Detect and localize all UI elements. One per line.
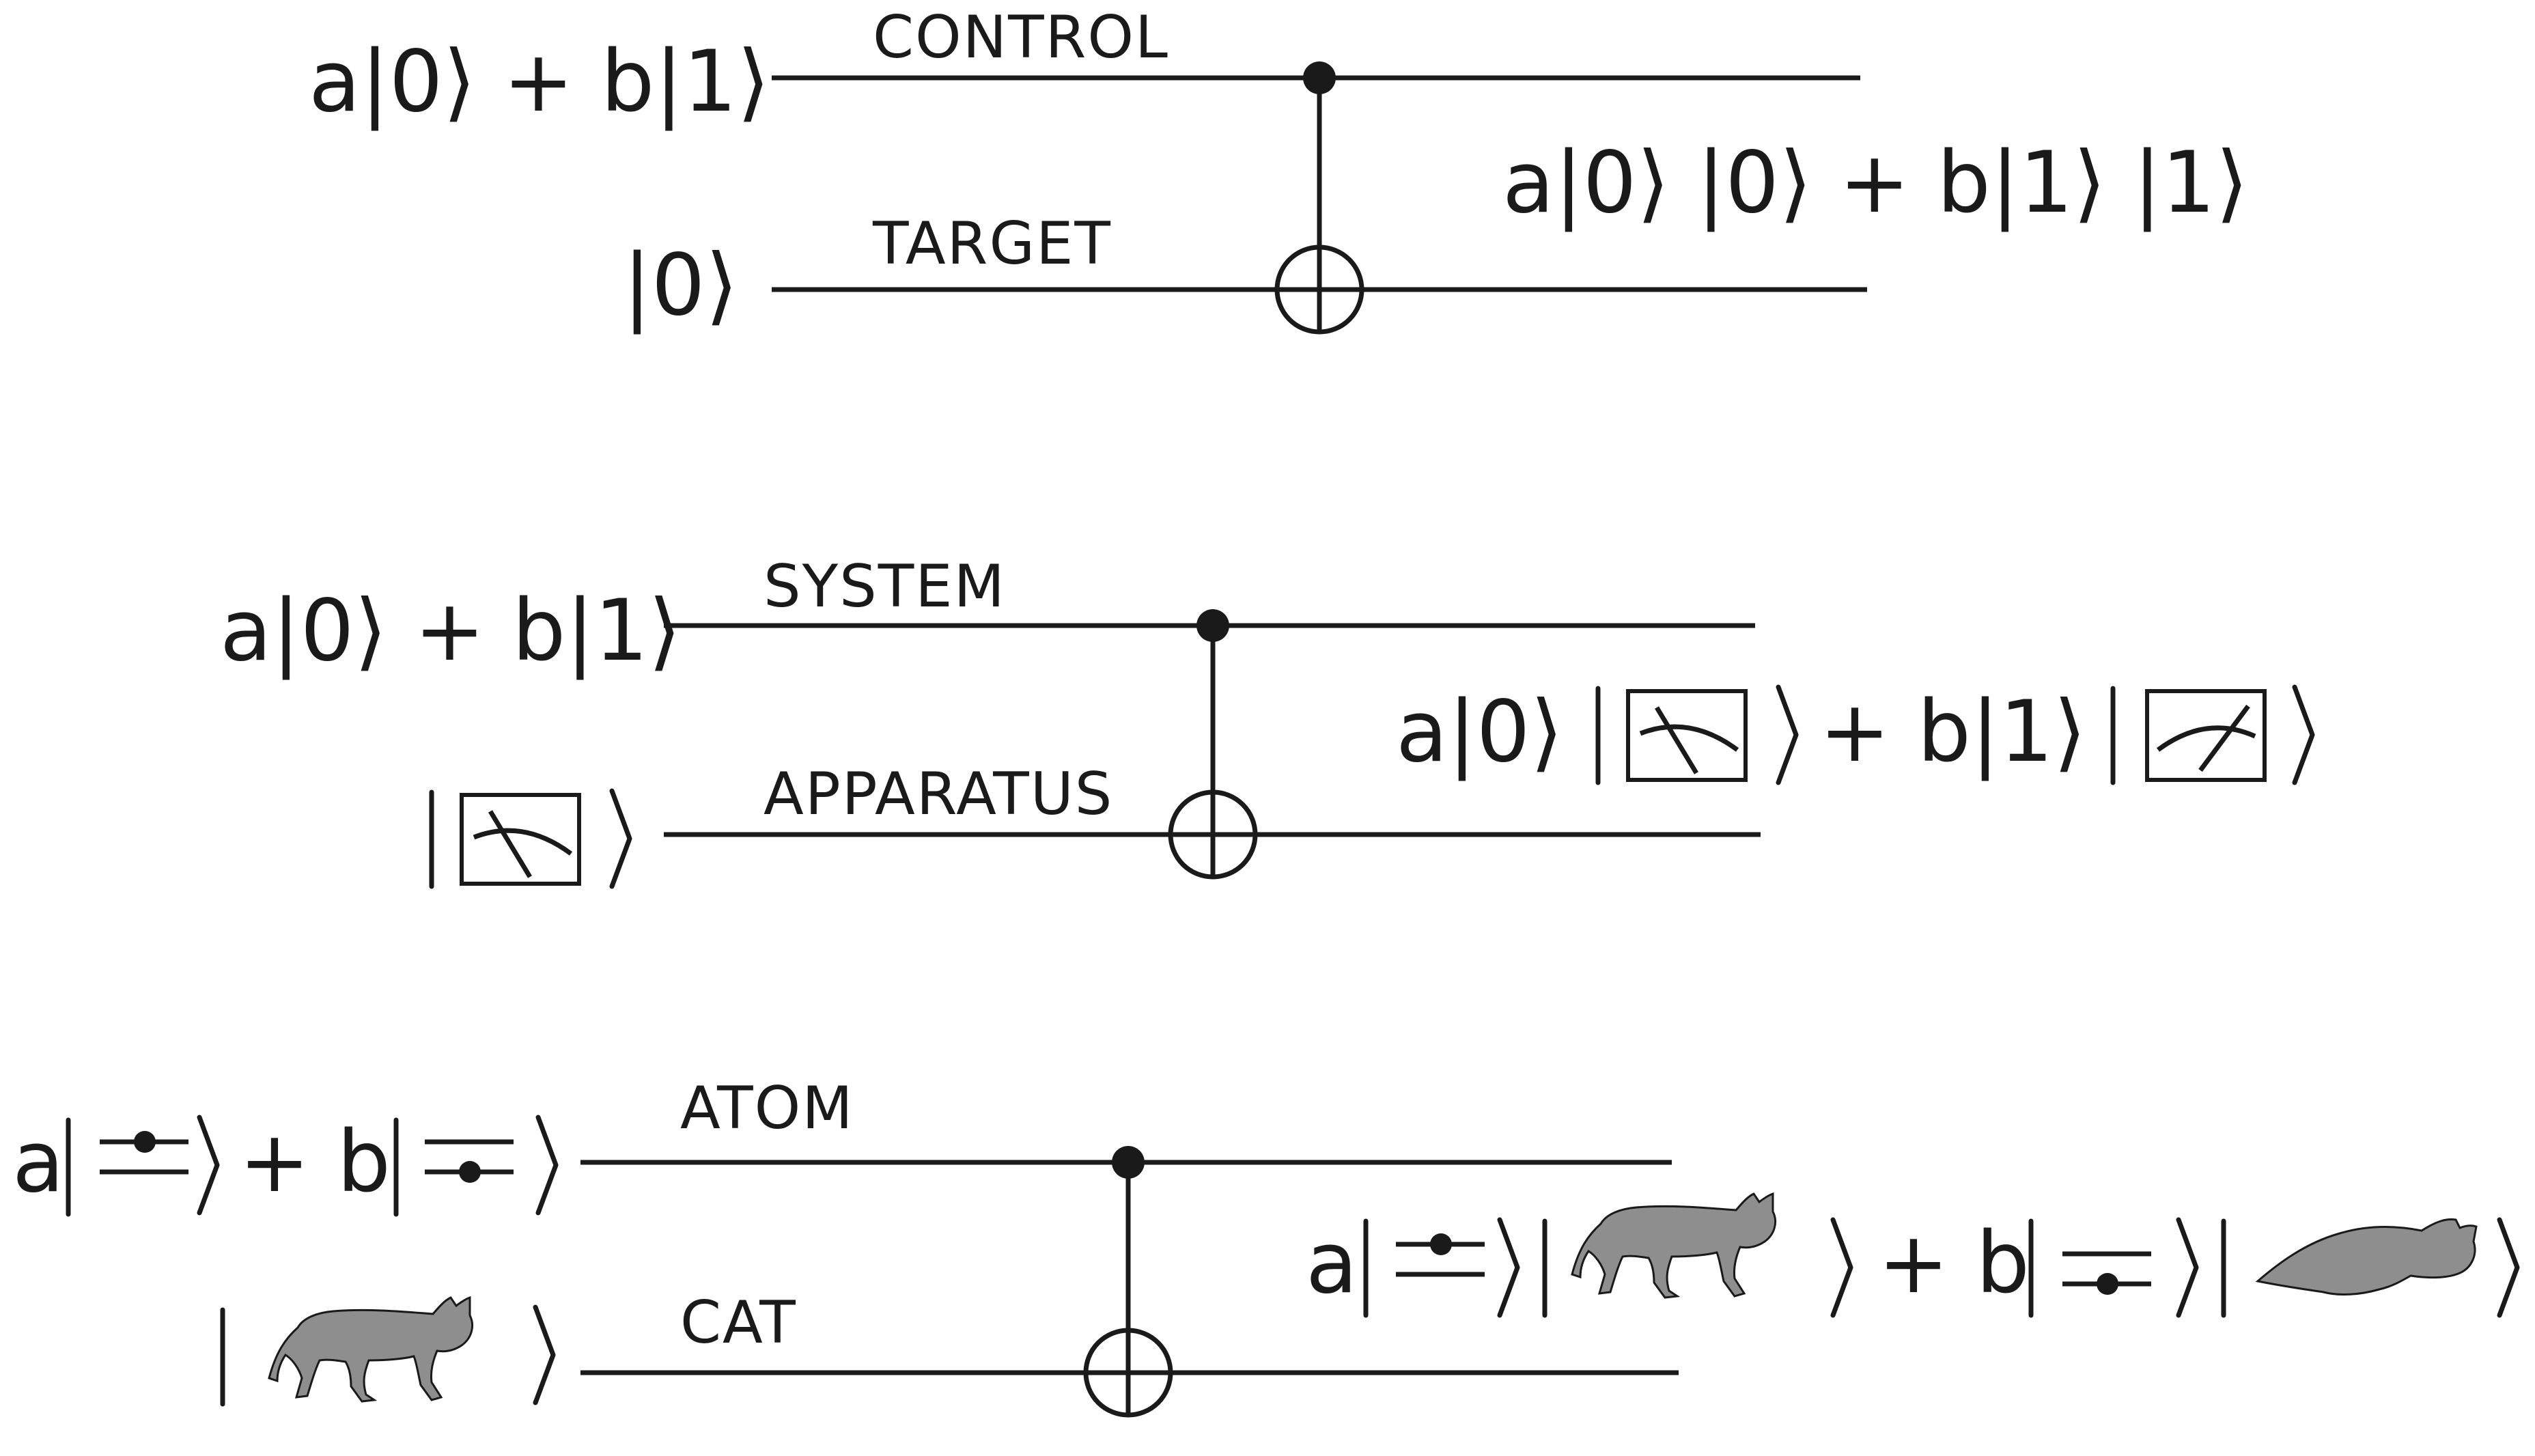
panel-2-output-coef-a: a|0⟩ [1396,683,1563,781]
panel-2-system-label: SYSTEM [764,552,1006,621]
panel-2-input-bottom [429,791,630,889]
panel-1-xor-icon [1274,244,1364,335]
panel-3-cat-label: CAT [680,1289,797,1357]
atom-lower-level-icon [425,1142,514,1183]
panel-3-control-dot [1112,1146,1145,1179]
panel-3-output-plus-b: + b [1878,1214,2030,1313]
panel-3-output: a + b [1306,1192,2517,1318]
panel-3-atom-label: ATOM [680,1074,854,1143]
panel-3-output-coef-a: a [1306,1214,1358,1313]
panel-1: a|0⟩ + b|1⟩ |0⟩ CONTROL TARGET a|0⟩ |0⟩ … [309,3,2248,335]
panel-1-output: a|0⟩ |0⟩ + b|1⟩ |1⟩ [1502,134,2248,232]
panel-3-input-top: a + b [12,1113,556,1217]
cat-standing-icon [268,1296,474,1403]
panel-2-control-dot [1196,609,1229,642]
meter-icon [462,795,579,884]
panel-2-output-plus-b: + b|1⟩ [1819,683,2086,781]
panel-1-input-bottom: |0⟩ [623,236,738,335]
panel-1-target-label: TARGET [872,210,1112,278]
panel-2-xor-icon [1168,789,1258,880]
panel-2-output: a|0⟩ + b|1⟩ [1396,683,2312,785]
cat-walking-icon [1571,1192,1777,1299]
atom-upper-level-icon [1396,1233,1485,1274]
panel-1-control-label: CONTROL [873,3,1169,72]
panel-1-control-dot [1303,61,1336,94]
meter-needle-left-icon [1628,691,1746,780]
panel-3-input-bottom [220,1296,553,1407]
atom-lower-level-icon [2062,1254,2151,1295]
panel-3-xor-icon [1083,1328,1173,1418]
meter-needle-right-icon [2147,691,2265,780]
panel-2-apparatus-label: APPARATUS [764,760,1113,828]
panel-3: a + b ATOM CAT a [12,1074,2517,1418]
cat-lying-icon [2256,1218,2478,1296]
panel-2-input-top: a|0⟩ + b|1⟩ [220,582,682,680]
atom-upper-level-icon [100,1131,188,1172]
panel-3-input-coef-a: a [12,1113,64,1212]
panel-1-input-top: a|0⟩ + b|1⟩ [309,33,770,131]
panel-2: a|0⟩ + b|1⟩ SYSTEM APPARATUS a|0⟩ + b|1⟩ [220,552,2312,889]
panel-3-input-plus-b: + b [239,1113,391,1212]
